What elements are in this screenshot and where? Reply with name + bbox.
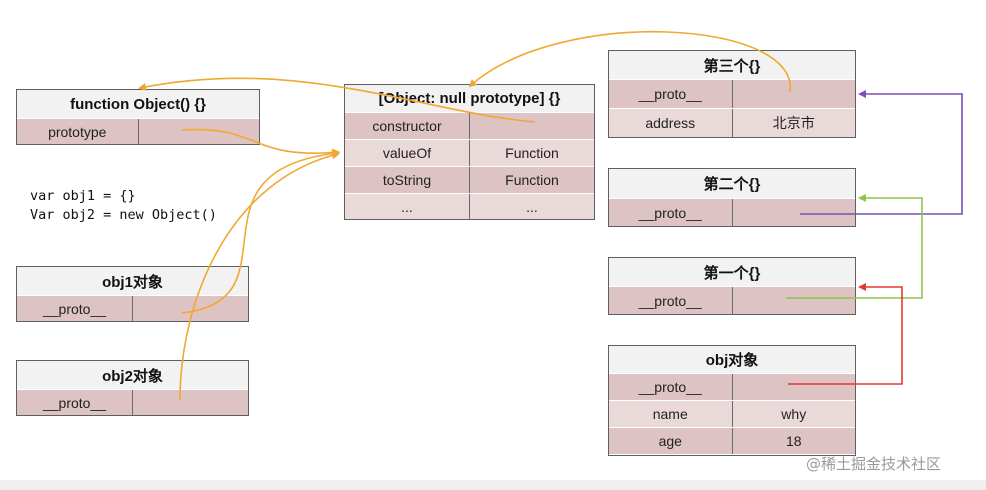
obj2-proto-value (132, 390, 248, 415)
first-proto-key: __proto__ (609, 287, 732, 314)
constructor-value (469, 113, 594, 139)
obj-proto-value (731, 374, 855, 400)
first-object-title: 第一个{} (609, 258, 855, 286)
obj2-box: obj2对象 __proto__ (16, 360, 249, 416)
obj2-title: obj2对象 (17, 361, 248, 389)
obj-proto-key: __proto__ (609, 374, 732, 400)
prototype-value (137, 119, 259, 144)
obj-title: obj对象 (609, 346, 855, 373)
obj-box: obj对象 __proto__ name why age 18 (608, 345, 856, 456)
code-line-2: Var obj2 = new Object() (30, 207, 217, 223)
null-prototype-box: [Object: null prototype] {} constructor … (344, 84, 595, 220)
code-snippet: var obj1 = {} Var obj2 = new Object() (30, 187, 217, 225)
constructor-key: constructor (345, 113, 469, 139)
second-object-title: 第二个{} (609, 169, 855, 198)
second-proto-value (731, 199, 855, 226)
first-proto-value (731, 287, 855, 314)
address-value: 北京市 (731, 109, 855, 137)
obj2-proto-key: __proto__ (17, 390, 132, 415)
ellipsis-key: ... (345, 194, 469, 219)
third-object-box: 第三个{} __proto__ address 北京市 (608, 50, 856, 138)
second-object-box: 第二个{} __proto__ (608, 168, 856, 227)
first-object-box: 第一个{} __proto__ (608, 257, 856, 315)
bottom-strip (0, 480, 986, 490)
age-key: age (609, 428, 732, 454)
second-proto-key: __proto__ (609, 199, 732, 226)
age-value: 18 (731, 428, 855, 454)
name-value: why (731, 401, 855, 427)
obj1-proto-value (132, 296, 248, 321)
address-key: address (609, 109, 732, 137)
name-key: name (609, 401, 732, 427)
obj1-proto-key: __proto__ (17, 296, 132, 321)
function-object-title: function Object() {} (17, 90, 259, 118)
watermark: @稀土掘金技术社区 (806, 455, 942, 473)
ellipsis-value: ... (469, 194, 594, 219)
code-line-1: var obj1 = {} (30, 188, 136, 204)
third-proto-key: __proto__ (609, 80, 732, 108)
obj1-title: obj1对象 (17, 267, 248, 295)
third-proto-value (731, 80, 855, 108)
tostring-value: Function (469, 167, 594, 193)
prototype-key: prototype (17, 119, 138, 144)
function-object-box: function Object() {} prototype (16, 89, 260, 145)
valueof-value: Function (469, 140, 594, 166)
null-prototype-title: [Object: null prototype] {} (345, 85, 594, 112)
obj1-box: obj1对象 __proto__ (16, 266, 249, 322)
tostring-key: toString (345, 167, 469, 193)
valueof-key: valueOf (345, 140, 469, 166)
third-object-title: 第三个{} (609, 51, 855, 79)
